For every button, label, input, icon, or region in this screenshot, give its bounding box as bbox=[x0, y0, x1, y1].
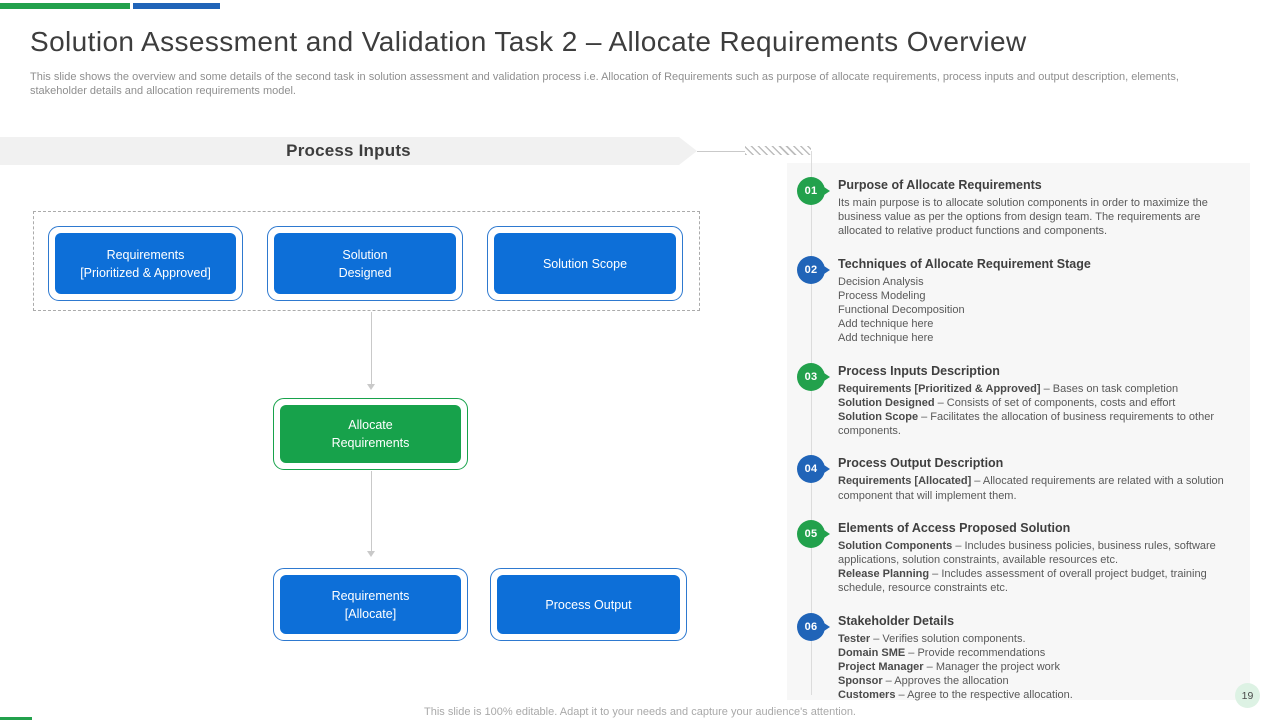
node-label: Requirements [Prioritized & Approved] bbox=[55, 233, 236, 294]
node-allocate-requirements[interactable]: Allocate Requirements bbox=[273, 398, 468, 470]
item-number: 04 bbox=[804, 463, 818, 476]
process-inputs-banner: Process Inputs bbox=[0, 137, 697, 165]
node-label: Solution Scope bbox=[494, 233, 676, 294]
badge-tail bbox=[824, 265, 830, 274]
node-label: Requirements [Allocate] bbox=[280, 575, 461, 634]
node-label: Allocate Requirements bbox=[280, 405, 461, 463]
item-number: 02 bbox=[804, 263, 818, 276]
bottom-accent-sliver bbox=[0, 717, 32, 720]
item-body-line: Its main purpose is to allocate solution… bbox=[838, 197, 1208, 238]
item-heading: Stakeholder Details bbox=[838, 613, 955, 628]
item-body-line: Tester – Verifies solution components. bbox=[838, 632, 1026, 645]
node-label: Solution Designed bbox=[274, 233, 456, 294]
badge-tail bbox=[824, 372, 830, 381]
item-number-badge: 02 bbox=[797, 255, 830, 284]
badge-tail bbox=[824, 465, 830, 474]
page-subtitle: This slide shows the overview and some d… bbox=[30, 71, 1179, 97]
item-number: 06 bbox=[804, 620, 818, 633]
item-heading: Process Inputs Description bbox=[838, 363, 1000, 378]
item-body-line: Solution Components – Includes business … bbox=[838, 539, 1216, 567]
item-heading: Techniques of Allocate Requirement Stage bbox=[838, 256, 1091, 271]
editable-note: This slide is 100% editable. Adapt it to… bbox=[424, 706, 856, 718]
node-label: Process Output bbox=[497, 575, 680, 634]
item-body-line: Decision Analysis bbox=[838, 275, 924, 288]
item-body-line: Sponsor – Approves the allocation bbox=[838, 675, 1009, 688]
badge-tail bbox=[824, 622, 830, 631]
page-title: Solution Assessment and Validation Task … bbox=[30, 26, 1027, 57]
badge-tail bbox=[824, 187, 830, 195]
item-number-badge: 05 bbox=[797, 519, 830, 548]
item-body-line: Solution Scope – Facilitates the allocat… bbox=[838, 411, 1214, 438]
item-body-line: Add technique here bbox=[838, 318, 934, 331]
process-inputs-group-border bbox=[33, 211, 700, 311]
process-inputs-banner-label: Process Inputs bbox=[286, 141, 411, 160]
item-heading: Elements of Access Proposed Solution bbox=[838, 520, 1071, 535]
item-number-badge: 03 bbox=[797, 362, 830, 391]
item-number-badge: 06 bbox=[797, 612, 830, 641]
item-number: 05 bbox=[804, 527, 818, 540]
panel-item[interactable]: 02 Techniques of Allocate Requirement Sta… bbox=[797, 255, 1238, 346]
item-body-line: Release Planning – Includes assessment o… bbox=[838, 568, 1207, 595]
item-body-line: Domain SME – Provide recommendations bbox=[838, 646, 1046, 659]
node-requirements-prioritized[interactable]: Requirements [Prioritized & Approved] bbox=[48, 226, 243, 301]
item-body-line: Project Manager – Manager the project wo… bbox=[838, 661, 1060, 674]
top-accent-bar-green bbox=[0, 3, 130, 9]
node-process-output[interactable]: Process Output bbox=[490, 568, 687, 641]
node-solution-scope[interactable]: Solution Scope bbox=[487, 226, 683, 301]
item-body-line: Functional Decomposition bbox=[838, 304, 965, 317]
item-number: 03 bbox=[804, 370, 818, 383]
top-accent-bar-blue bbox=[133, 3, 220, 9]
connector-hatch bbox=[745, 146, 811, 155]
item-body-line: Add technique here bbox=[838, 332, 934, 345]
item-body-line: Requirements [Allocated] – Allocated req… bbox=[838, 475, 1224, 502]
item-body-line: Solution Designed – Consists of set of c… bbox=[838, 396, 1176, 409]
node-requirements-allocate[interactable]: Requirements [Allocate] bbox=[273, 568, 468, 641]
badge-tail bbox=[824, 529, 830, 538]
item-heading: Purpose of Allocate Requirements bbox=[838, 178, 1042, 192]
item-number: 01 bbox=[804, 185, 818, 197]
item-body-line: Customers – Agree to the respective allo… bbox=[838, 689, 1073, 702]
item-heading: Process Output Description bbox=[838, 456, 1004, 471]
connector-line bbox=[697, 151, 745, 152]
item-content: Techniques of Allocate Requirement Stage… bbox=[838, 256, 1238, 346]
node-solution-designed[interactable]: Solution Designed bbox=[267, 226, 463, 301]
item-body-line: Process Modeling bbox=[838, 289, 926, 302]
connector-vertical-line bbox=[811, 151, 812, 695]
down-arrow bbox=[367, 471, 375, 557]
down-arrow bbox=[367, 312, 375, 390]
item-body-line: Requirements [Prioritized & Approved] – … bbox=[838, 382, 1179, 395]
item-number-badge: 01 bbox=[797, 177, 830, 205]
item-number-badge: 04 bbox=[797, 455, 830, 484]
page-number-badge: 19 bbox=[1235, 683, 1260, 708]
